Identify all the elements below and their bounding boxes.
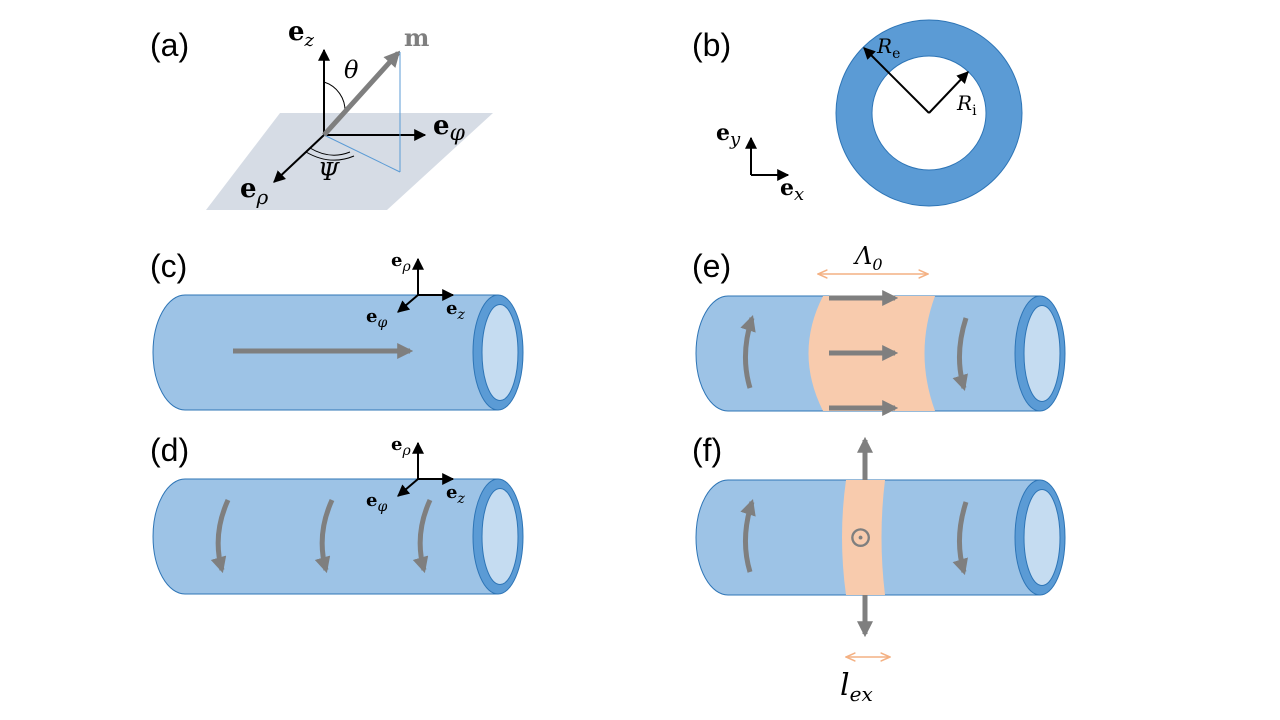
panel-b: (b) ey ex Re Ri xyxy=(692,19,1023,207)
e-z-label: ez xyxy=(288,17,315,51)
tube-d-body xyxy=(152,478,499,595)
theta-label: θ xyxy=(344,56,359,84)
azimuthal-arrow-d-3 xyxy=(412,498,433,574)
r-e-label: Re xyxy=(876,34,900,62)
e-phi-label: eφ xyxy=(433,111,466,146)
panel-a: (a) ez eφ eρ θ Ψ m xyxy=(150,17,493,210)
panel-c: (c) eρ ez eφ xyxy=(150,248,524,411)
panel-c-label: (c) xyxy=(150,248,187,284)
r-i-label: Ri xyxy=(956,91,977,119)
c-e-z-label: ez xyxy=(446,298,465,323)
tube-e-end-opening xyxy=(1023,305,1061,402)
panel-a-label: (a) xyxy=(150,27,189,63)
panel-f: (f) ⊙ lex xyxy=(692,432,1066,706)
psi-arc-2 xyxy=(305,151,355,161)
panel-d: (d) eρ ez eφ xyxy=(150,432,524,595)
azimuthal-arrow-e-left xyxy=(740,314,756,389)
c-e-phi-label: eφ xyxy=(366,306,387,331)
tube-c-end-opening xyxy=(481,304,519,401)
panel-f-label: (f) xyxy=(692,432,722,468)
c-e-rho-label: eρ xyxy=(391,250,411,275)
r-i-arrow xyxy=(928,71,969,114)
panel-b-label: (b) xyxy=(692,27,731,63)
r-e-arrow xyxy=(863,47,930,114)
m-horizontal-projection xyxy=(323,134,401,173)
d-e-phi-label: eφ xyxy=(366,490,387,515)
d-e-rho-label: eρ xyxy=(391,434,411,459)
m-label: m xyxy=(404,23,429,52)
c-e-phi-arrow xyxy=(397,294,419,313)
psi-label: Ψ xyxy=(318,158,340,186)
e-rho-axis-arrow xyxy=(273,134,325,183)
psi-arc-1 xyxy=(309,147,351,156)
tube-d-end-opening xyxy=(481,488,519,585)
azimuthal-arrow-d-1 xyxy=(210,498,231,574)
out-of-plane-symbol: ⊙ xyxy=(848,520,873,555)
theta-arc xyxy=(323,81,346,113)
azimuthal-arrow-f-left xyxy=(740,498,756,573)
domain-wall-vortex xyxy=(842,480,885,595)
l-ex-label: lex xyxy=(840,668,873,706)
azimuthal-arrow-f-right xyxy=(952,501,969,576)
azimuthal-arrow-d-2 xyxy=(314,498,335,574)
panel-d-label: (d) xyxy=(150,432,189,468)
panel-e: (e) Λ0 xyxy=(692,242,1066,417)
lambda-label: Λ0 xyxy=(853,242,883,274)
tube-f-end-opening xyxy=(1023,489,1061,586)
d-e-phi-arrow xyxy=(397,478,419,497)
panel-e-label: (e) xyxy=(692,248,731,284)
e-x-label: ex xyxy=(780,175,804,205)
azimuthal-arrow-e-right xyxy=(952,317,969,392)
e-rho-label: eρ xyxy=(240,174,269,209)
m-vector-arrow xyxy=(322,50,401,137)
e-y-label: ey xyxy=(716,120,741,150)
d-e-z-label: ez xyxy=(446,482,465,507)
